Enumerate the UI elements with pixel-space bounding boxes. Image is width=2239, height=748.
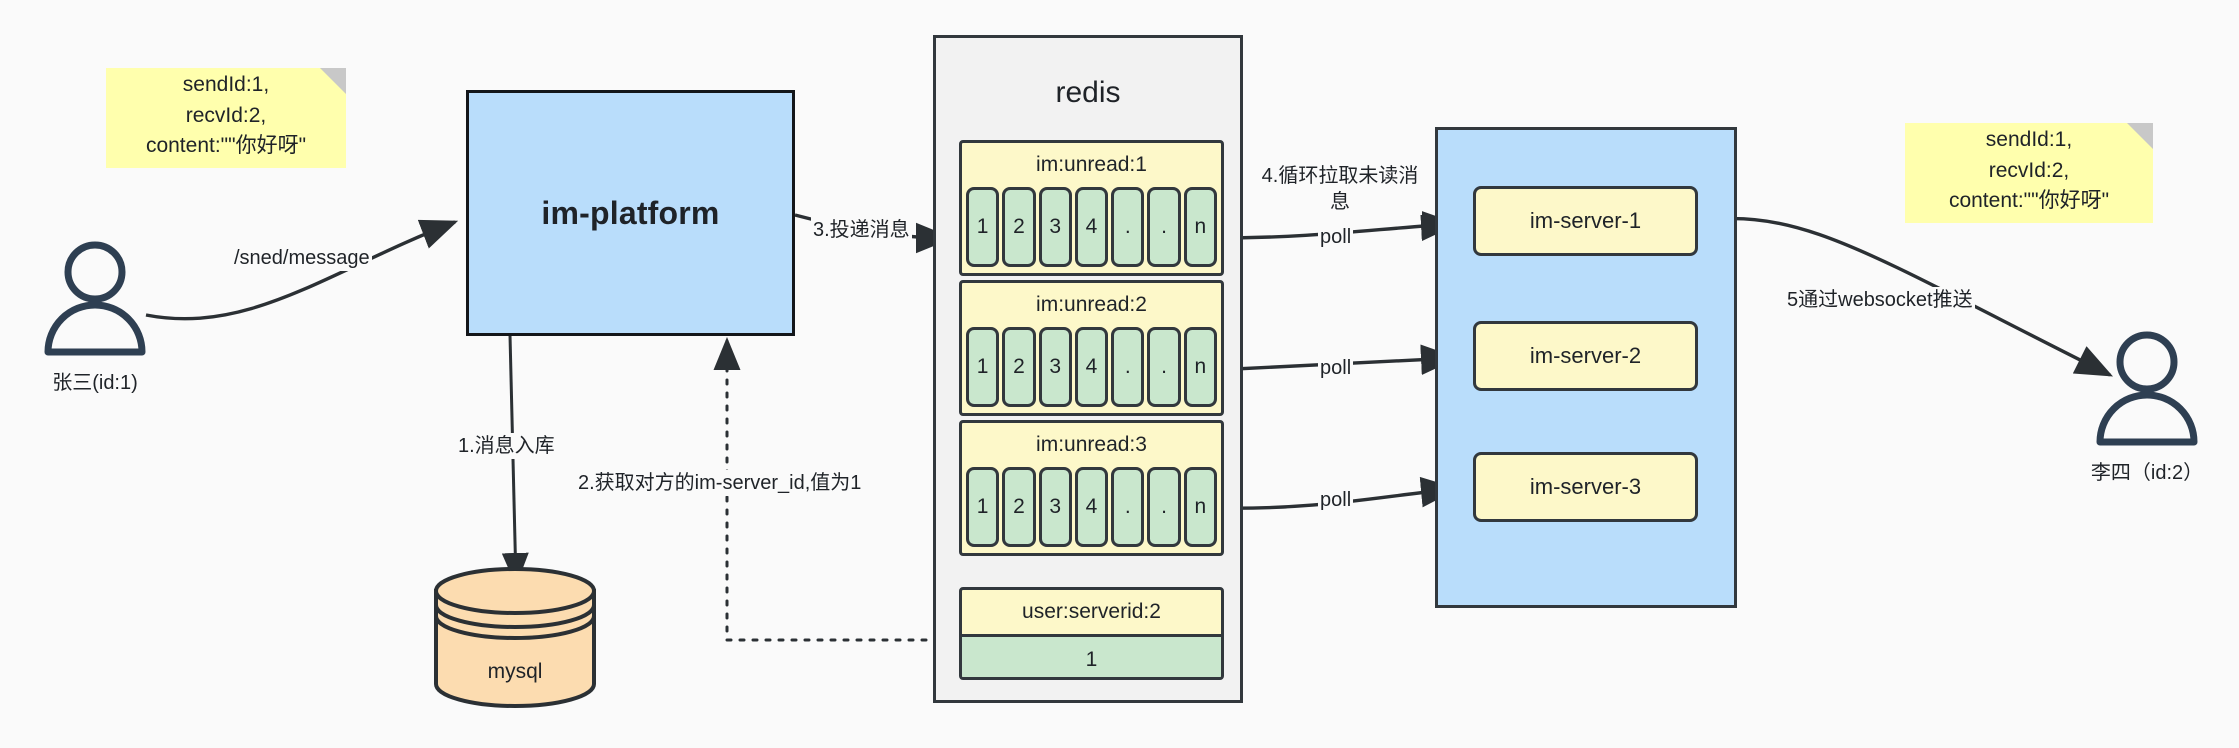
im-server-3-label: im-server-3 [1529,474,1642,499]
queue-cell: 3 [1038,187,1072,267]
actor-receiver-caption: 李四（id:2） [2090,462,2204,484]
im-platform-label: im-platform [541,194,720,231]
edge-label-step2: 2.获取对方的im-server_id,值为1 [576,470,864,496]
redis-kv-value: 1 [962,634,1221,677]
node-im-server-3[interactable]: im-server-3 [1473,452,1698,522]
sticky-note-left: sendId:1, recvId:2, content:""你好呀" [106,68,346,168]
redis-queue-3-cells: 1 2 3 4 . . n [962,467,1221,551]
sticky-note-right: sendId:1, recvId:2, content:""你好呀" [1905,123,2153,223]
queue-cell: . [1147,467,1181,547]
redis-kv-user-serverid[interactable]: user:serverid:2 1 [959,587,1224,680]
queue-cell: 1 [966,187,1000,267]
queue-cell: 1 [966,327,1000,407]
queue-cell: 3 [1038,467,1072,547]
queue-cell: . [1147,187,1181,267]
sticky-fold-icon [2127,123,2153,149]
sticky-note-right-text: sendId:1, recvId:2, content:""你好呀" [1948,128,2110,213]
queue-cell: 4 [1074,327,1109,407]
actor-receiver: 李四（id:2） [2082,330,2212,490]
queue-cell: 4 [1074,467,1109,547]
actor-sender-caption: 张三(id:1) [52,372,138,394]
redis-queue-1-cells: 1 2 3 4 . . n [962,187,1221,271]
queue-cell: 2 [1002,187,1036,267]
queue-cell: n [1183,467,1217,547]
queue-cell: 3 [1038,327,1072,407]
edge-label-step1: 1.消息入库 [456,433,557,459]
user-icon [2096,331,2198,446]
queue-cell: 1 [966,467,1000,547]
queue-cell: n [1183,187,1217,267]
edge-label-poll-2: poll [1318,355,1354,381]
node-im-server-1[interactable]: im-server-1 [1473,186,1698,256]
redis-queue-1-key: im:unread:1 [1036,153,1147,176]
im-server-1-label: im-server-1 [1529,208,1642,233]
user-icon [44,241,146,356]
node-mysql[interactable]: mysql [430,565,600,710]
sticky-fold-icon [320,68,346,94]
queue-cell: n [1183,327,1217,407]
sticky-note-left-text: sendId:1, recvId:2, content:""你好呀" [145,73,307,158]
redis-queue-2-key: im:unread:2 [1036,293,1147,316]
im-server-2-label: im-server-2 [1529,343,1642,368]
redis-queue-3[interactable]: im:unread:3 1 2 3 4 . . n [959,420,1224,556]
redis-title: redis [1055,76,1121,109]
queue-cell: 2 [1002,327,1036,407]
redis-queue-2[interactable]: im:unread:2 1 2 3 4 . . n [959,280,1224,416]
edge-label-step5: 5通过websocket推送 [1785,287,1975,313]
queue-cell: . [1111,327,1145,407]
queue-cell: . [1147,327,1181,407]
edge-label-step4: 4.循环拉取未读消息 [1258,163,1422,215]
edge-label-send-message: /sned/message [232,245,372,271]
queue-cell: 2 [1002,467,1036,547]
redis-kv-key: user:serverid:2 [1022,600,1161,623]
queue-cell: . [1111,187,1145,267]
edge-platform-to-mysql [501,334,529,586]
queue-cell: . [1111,467,1145,547]
edge-label-step3: 3.投递消息 [811,217,912,243]
actor-sender: 张三(id:1) [30,240,160,400]
redis-queue-2-cells: 1 2 3 4 . . n [962,327,1221,411]
node-im-platform[interactable]: im-platform [466,90,795,336]
redis-queue-1[interactable]: im:unread:1 1 2 3 4 . . n [959,140,1224,276]
database-icon [434,567,596,708]
edge-label-poll-3: poll [1318,487,1354,513]
mysql-label: mysql [487,660,543,683]
redis-queue-3-key: im:unread:3 [1036,433,1147,456]
edge-label-poll-1: poll [1318,224,1354,250]
node-im-server-2[interactable]: im-server-2 [1473,321,1698,391]
queue-cell: 4 [1074,187,1109,267]
